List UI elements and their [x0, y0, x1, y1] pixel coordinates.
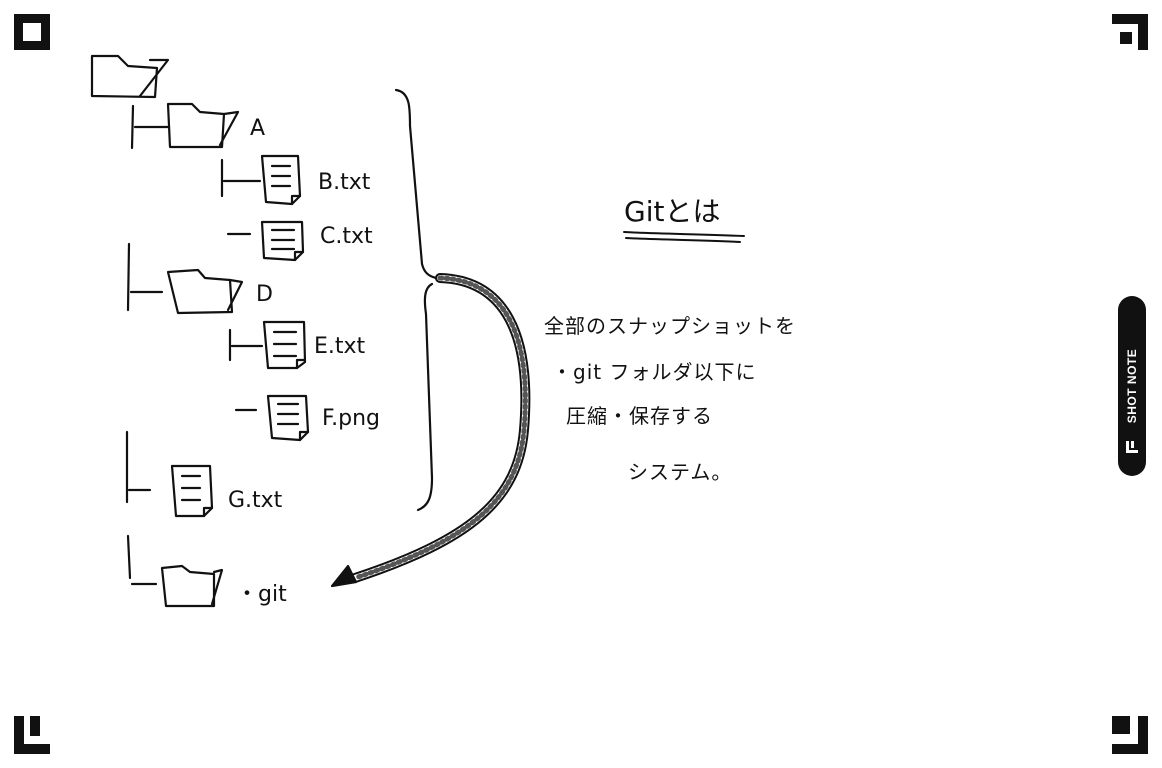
corner-mark-bottom-left — [14, 716, 50, 754]
corner-mark-top-left — [14, 14, 50, 50]
brand-tab-text: SHOT NOTE — [1125, 348, 1139, 424]
explanation-line-2: ・git フォルダ以下に — [552, 360, 757, 384]
arrow-head — [330, 564, 358, 588]
snapshot-arrow — [330, 273, 531, 588]
git-folder-icon — [160, 564, 224, 608]
file-e-icon — [262, 320, 307, 370]
explanation-line-1: 全部のスナップショットを — [544, 314, 796, 338]
label-file-c: C.txt — [320, 224, 373, 249]
file-c-icon — [260, 220, 305, 262]
explanation-line-3: 圧縮・保存する — [566, 404, 713, 428]
corner-mark-bottom-right — [1112, 716, 1148, 754]
label-file-g: G.txt — [228, 488, 283, 513]
tree-branch-e — [228, 328, 264, 362]
label-folder-a: A — [250, 116, 266, 141]
label-file-f: F.png — [322, 406, 380, 431]
corner-mark-top-right — [1112, 14, 1148, 50]
file-f-icon — [266, 394, 310, 442]
upper-brace — [394, 88, 438, 280]
brand-logo-icon — [1126, 441, 1138, 453]
tree-branch-b — [220, 158, 262, 198]
label-git-folder: ・git — [236, 582, 287, 607]
lower-brace — [416, 282, 434, 512]
file-b-icon — [260, 154, 302, 206]
label-file-b: B.txt — [318, 170, 371, 195]
folder-a-icon — [166, 102, 240, 149]
explanation-title: Gitとは — [624, 195, 721, 228]
label-folder-d: D — [256, 282, 273, 307]
root-folder-icon — [90, 54, 170, 99]
title-underline — [623, 231, 745, 243]
explanation-line-4: システム。 — [628, 460, 733, 484]
folder-d-icon — [166, 268, 244, 315]
file-g-icon — [170, 464, 214, 518]
tree-trunk-line — [125, 104, 135, 580]
brand-tab: SHOT NOTE — [1118, 296, 1146, 476]
label-file-e: E.txt — [314, 334, 366, 359]
